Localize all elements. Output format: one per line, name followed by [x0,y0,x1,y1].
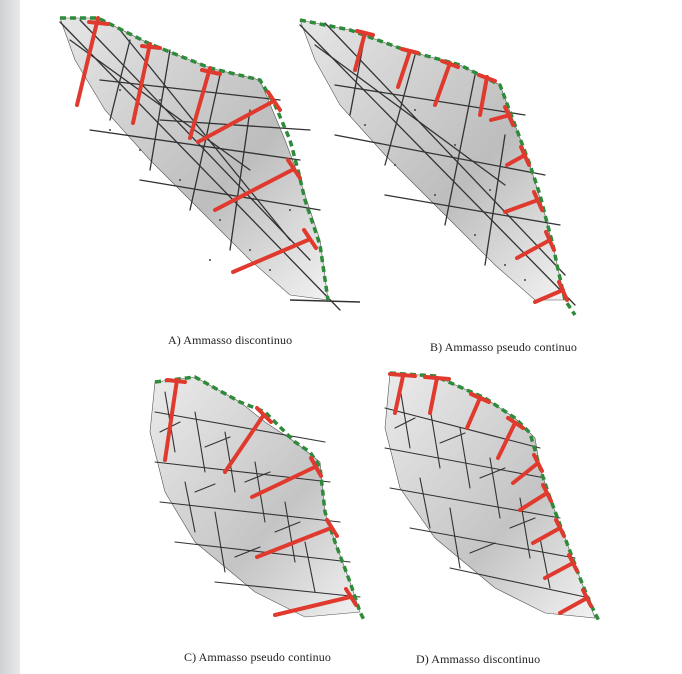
joints-b [299,22,576,306]
slope-profile-b [299,18,577,316]
anchors-b [353,29,569,304]
anchors-c [163,378,358,617]
slope-profile-c [154,375,367,623]
slope-profile-a [60,16,330,301]
joints-c [154,391,361,598]
slope-anchor-figure: A) Ammasso discontinuo B) Ammasso pseudo… [20,0,682,674]
joints-a [59,19,341,311]
panel-b-pseudo-continuous-mass [295,15,595,316]
panel-d-discontinuous-mass [365,368,625,638]
rock-mass-d [384,372,596,619]
panel-c-caption: C) Ammasso pseudo continuo [184,650,331,664]
left-margin-bar [0,0,20,674]
panel-b-caption: B) Ammasso pseudo continuo [430,340,577,354]
panel-a-caption: A) Ammasso discontinuo [168,333,293,347]
panel-d-caption: D) Ammasso discontinuo [416,652,541,666]
panel-a-discontinuous-mass [50,10,361,311]
stipple-b [364,109,526,281]
panel-c-pseudo-continuous-mass [135,372,395,642]
anchors-d [388,372,593,615]
anchors-a [75,16,318,274]
